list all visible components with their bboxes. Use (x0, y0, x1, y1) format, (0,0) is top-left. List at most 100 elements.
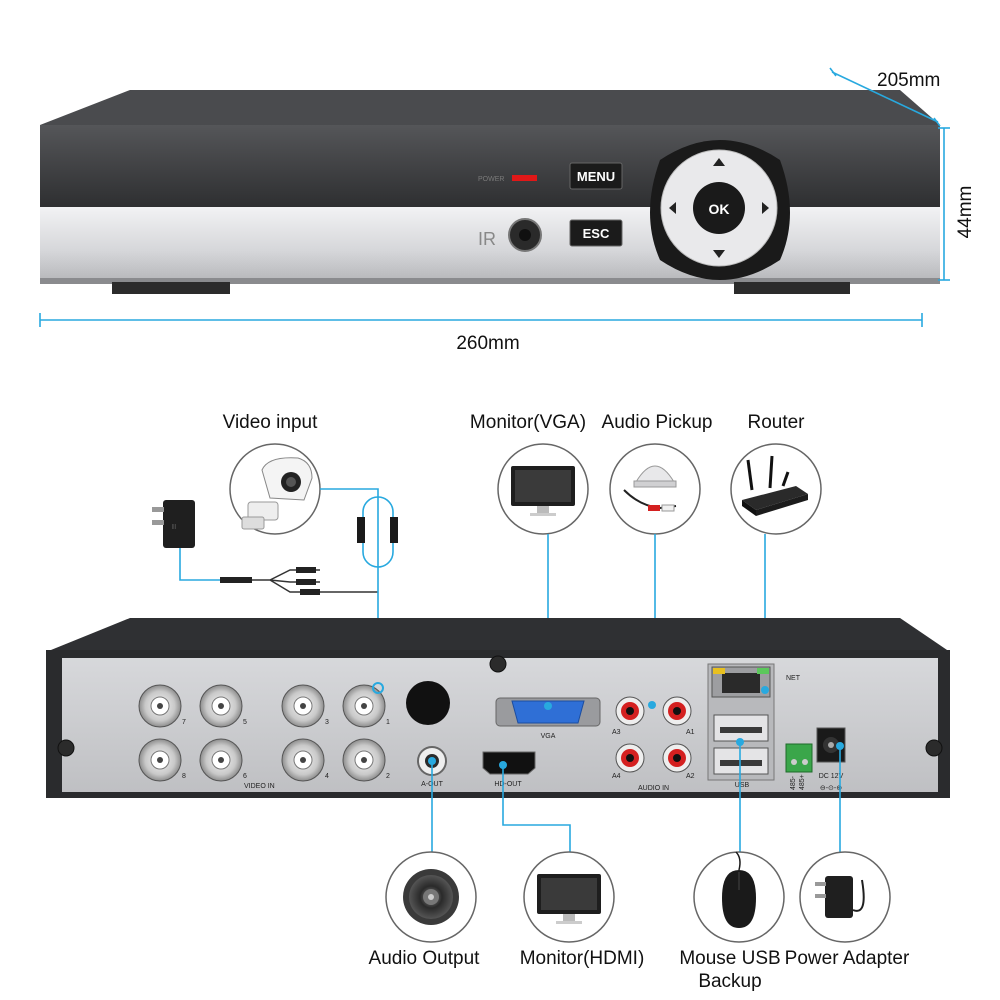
hd-out-label: HD-OUT (494, 781, 522, 788)
rca-jack[interactable] (662, 743, 692, 773)
arrow-up-icon[interactable] (713, 158, 725, 166)
video-in-connectors: 7 5 3 1 8 6 4 2 VIDEO IN (138, 684, 390, 790)
esc-button[interactable] (569, 219, 623, 247)
power-label: POWER (478, 176, 504, 183)
bnc-connector[interactable] (199, 738, 243, 782)
width-dimension: 260mm (456, 333, 519, 354)
front-top-surface (40, 90, 940, 125)
bnc-connector[interactable] (342, 684, 386, 728)
router-group: Router (730, 412, 822, 684)
video-input-label: Video input (223, 412, 318, 433)
menu-button[interactable] (569, 162, 623, 190)
power-adapter-label: Power Adapter (785, 948, 910, 969)
arrow-down-icon[interactable] (713, 250, 725, 258)
dvr-front-view: POWER MENU ESC IR OK (40, 90, 940, 294)
vga-port[interactable] (511, 700, 585, 724)
rca-jack[interactable] (615, 696, 645, 726)
dc-plug (220, 577, 252, 583)
bnc-connector[interactable] (199, 684, 243, 728)
monitor-icon (537, 874, 601, 924)
bnc-connector[interactable] (138, 684, 182, 728)
power-adapter-icon (815, 876, 865, 918)
audio-pickup-label: Audio Pickup (602, 412, 713, 433)
screw-right (925, 739, 943, 757)
bnc-number: 8 (182, 773, 186, 780)
audio-in-jacks: A3 A1 A4 A2 AUDIO IN (612, 696, 695, 792)
rs485-minus-label: 485- (790, 775, 797, 790)
hdmi-wire (502, 765, 571, 852)
audio-pickup-circle (609, 443, 701, 535)
depth-dimension-line (831, 71, 939, 123)
menu-button-label: MENU (577, 169, 615, 184)
mouse-icon (722, 851, 756, 928)
bnc-number: 7 (182, 719, 186, 726)
adapter-cable (179, 548, 232, 581)
fan-grille (406, 681, 450, 725)
hdmi-port[interactable] (482, 751, 536, 775)
router-circle (730, 443, 822, 535)
monitor-icon (511, 466, 575, 516)
dimension-annotations: 205mm 44mm 260mm (39, 67, 976, 354)
power-led (512, 175, 537, 181)
front-foot-left (112, 282, 230, 294)
bnc-connector[interactable] (138, 738, 182, 782)
audio-in-label: AUDIO IN (638, 785, 669, 792)
rear-top-surface (46, 618, 950, 652)
dc-polarity-icon: ⊖-⊙-⊕ (820, 785, 842, 792)
bnc-number: 5 (243, 719, 247, 726)
monitor-hdmi-group: Monitor(HDMI) (502, 765, 645, 969)
video-input-group: Video input ||| (152, 412, 398, 660)
bnc-number: 3 (325, 719, 329, 726)
net-led-left (713, 668, 725, 674)
audio-pickup-group: Audio Pickup (602, 412, 713, 704)
audio-channel-label: A3 (612, 729, 621, 736)
arrow-left-icon[interactable] (669, 202, 676, 214)
router-label: Router (747, 412, 805, 433)
bnc-number: 1 (386, 719, 390, 726)
bullet-camera-icon (241, 457, 313, 530)
rs485-terminal[interactable] (785, 743, 813, 773)
bnc-number: 2 (386, 773, 390, 780)
net-led-right (757, 668, 769, 674)
bnc-connector[interactable] (281, 738, 325, 782)
audio-channel-label: A1 (686, 729, 695, 736)
audio-output-label: Audio Output (369, 948, 481, 969)
rca-jack[interactable] (662, 696, 692, 726)
rca-jack[interactable] (615, 743, 645, 773)
dc-label: DC 12V (819, 773, 844, 780)
front-foot-right (734, 282, 850, 294)
microphone-icon (623, 465, 677, 512)
arrow-right-icon[interactable] (762, 202, 769, 214)
bnc-connector[interactable] (342, 738, 386, 782)
mouse-usb-label: Mouse USB (679, 948, 780, 969)
front-upper-panel (40, 125, 940, 207)
bnc-number: 6 (243, 773, 247, 780)
esc-button-label: ESC (583, 226, 610, 241)
router-icon (742, 455, 808, 516)
dvr-rear-view: 7 5 3 1 8 6 4 2 VIDEO IN A-OUT VGA HD-OU… (46, 618, 950, 798)
front-lower-panel (40, 207, 940, 279)
audio-output-group: Audio Output (369, 761, 481, 969)
monitor-vga-label: Monitor(VGA) (470, 412, 586, 433)
vga-label: VGA (541, 733, 556, 740)
bnc-connector[interactable] (281, 684, 325, 728)
mouse-usb-group: Mouse USB Backup (679, 742, 785, 992)
ok-button-label: OK (709, 201, 730, 217)
backup-label: Backup (698, 971, 761, 992)
net-label: NET (786, 675, 801, 682)
audio-channel-label: A2 (686, 773, 695, 780)
dc-power-adapter-icon: ||| (152, 500, 195, 548)
video-input-wire (320, 488, 379, 660)
ir-label: IR (478, 229, 496, 249)
height-dimension: 44mm (955, 186, 976, 239)
screw-left (57, 739, 75, 757)
monitor-hdmi-label: Monitor(HDMI) (520, 948, 645, 969)
depth-dimension: 205mm (877, 70, 940, 91)
screw-top (489, 655, 507, 673)
usb-label: USB (735, 782, 750, 789)
audio-channel-label: A4 (612, 773, 621, 780)
rs485-plus-label: 485+ (799, 774, 806, 790)
bnc-number: 4 (325, 773, 329, 780)
ok-button[interactable] (693, 182, 745, 234)
